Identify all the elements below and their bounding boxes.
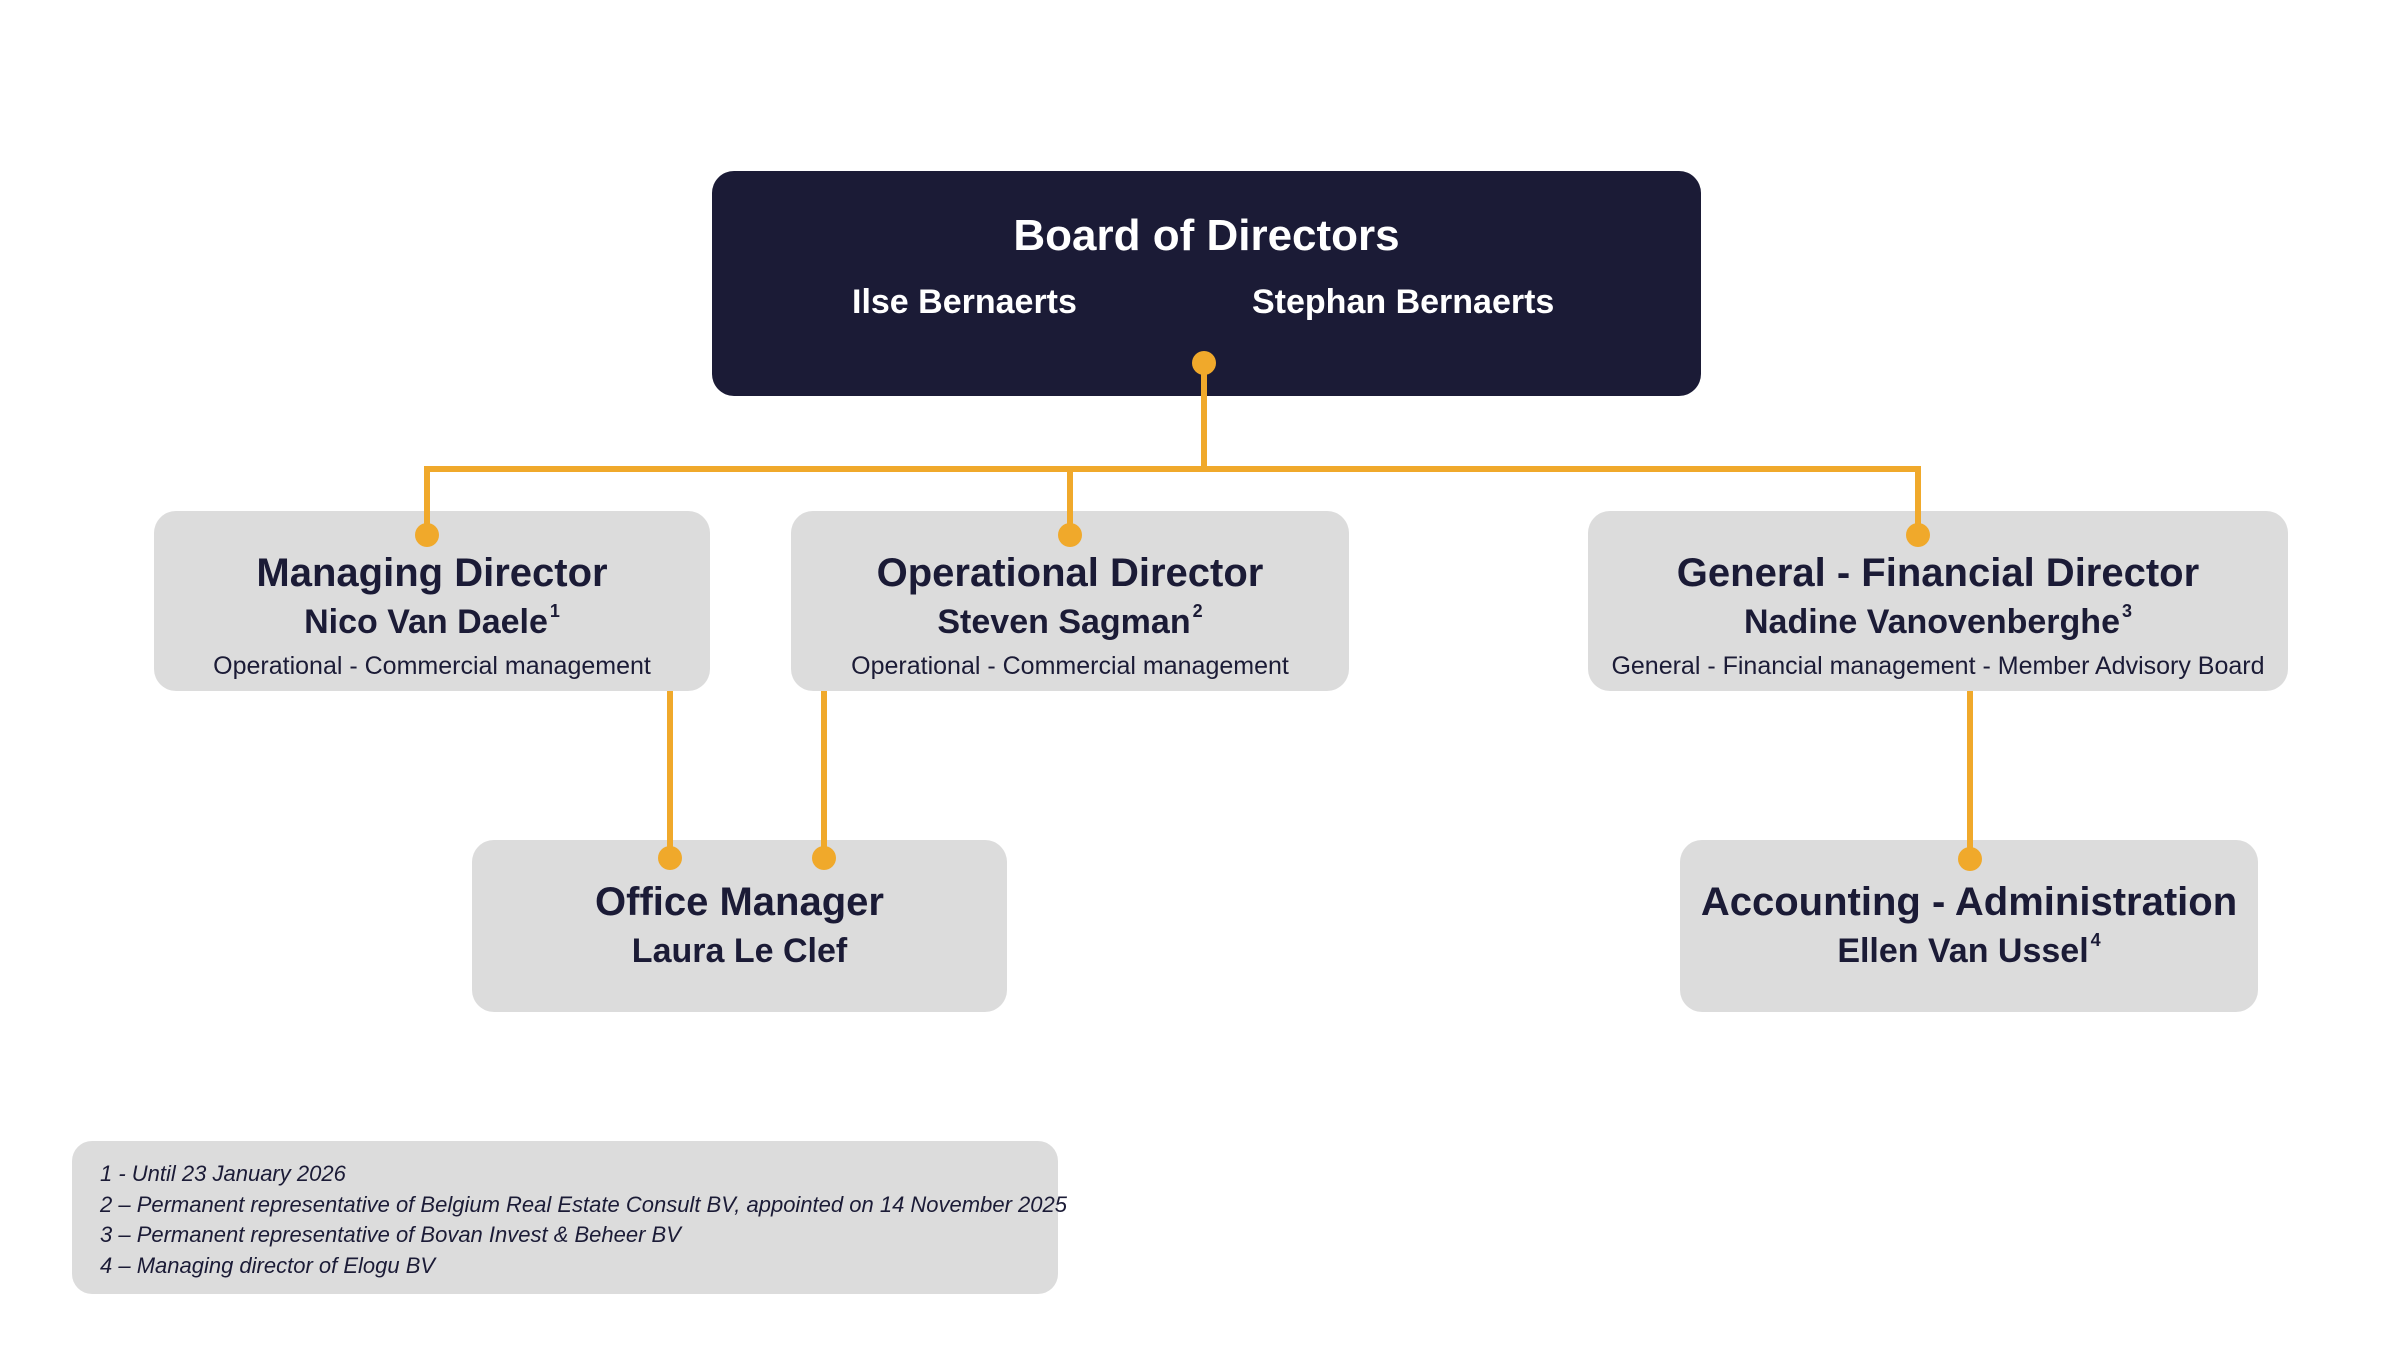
- footnote-marker: 1: [549, 601, 560, 621]
- footnote-marker: 3: [2121, 601, 2132, 621]
- office-manager-role: Office Manager: [595, 880, 884, 924]
- general-financial-director-role: General - Financial Director: [1676, 551, 2200, 595]
- general-financial-director-box: General - Financial Director Nadine Vano…: [1588, 511, 2288, 691]
- board-member-1: Ilse Bernaerts: [852, 283, 1077, 321]
- connector-dot: [1958, 847, 1982, 871]
- footnotes-box: 1 - Until 23 January 2026 2 – Permanent …: [72, 1141, 1067, 1294]
- managing-director-description: Operational - Commercial management: [213, 652, 651, 680]
- connector-dot: [1058, 523, 1082, 547]
- footnote-marker: 2: [1192, 601, 1203, 621]
- connector-dot: [812, 846, 836, 870]
- footnote-4: 4 – Managing director of Elogu BV: [100, 1252, 436, 1278]
- board-title: Board of Directors: [1013, 211, 1400, 260]
- managing-director-role: Managing Director: [256, 551, 608, 595]
- board-member-2: Stephan Bernaerts: [1252, 283, 1555, 321]
- connector-dot: [1192, 351, 1216, 375]
- footnote-2: 2 – Permanent representative of Belgium …: [100, 1191, 1067, 1217]
- connector-dot: [1906, 523, 1930, 547]
- operational-director-description: Operational - Commercial management: [851, 652, 1289, 680]
- office-manager-box: Office Manager Laura Le Clef: [472, 840, 1007, 1012]
- footnote-1: 1 - Until 23 January 2026: [100, 1161, 346, 1186]
- operational-director-role: Operational Director: [876, 551, 1264, 595]
- footnote-3: 3 – Permanent representative of Bovan In…: [100, 1222, 681, 1247]
- accounting-role: Accounting - Administration: [1700, 880, 2238, 924]
- connector-dot: [415, 523, 439, 547]
- general-financial-director-description: General - Financial management - Member …: [1611, 652, 2265, 680]
- connector-dot: [658, 846, 682, 870]
- office-manager-name: Laura Le Clef: [631, 932, 848, 970]
- footnote-marker: 4: [2090, 930, 2101, 950]
